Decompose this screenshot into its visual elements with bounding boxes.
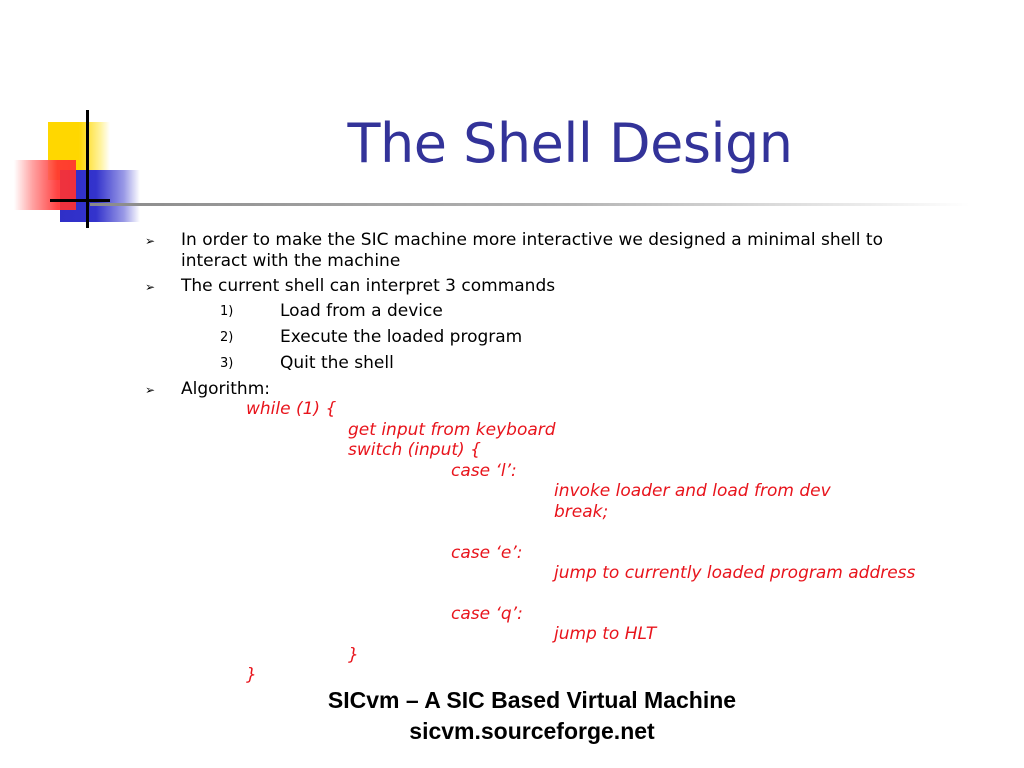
code-line: invoke loader and load from dev	[554, 481, 831, 501]
footer-title: SICvm – A SIC Based Virtual Machine	[327, 687, 737, 713]
code-line: switch (input) {	[348, 440, 481, 460]
code-line: get input from keyboard	[348, 420, 556, 440]
bullet-1-line-2: interact with the machine	[181, 251, 401, 271]
code-line: jump to HLT	[554, 624, 657, 644]
title-divider	[90, 203, 970, 206]
red-square	[14, 160, 76, 210]
bullet-1-line-1: In order to make the SIC machine more in…	[181, 230, 883, 250]
slide-title: The Shell Design	[347, 112, 793, 175]
command-3-number: 3)	[220, 356, 234, 371]
code-line: }	[246, 665, 257, 685]
bullet-3-text: Algorithm:	[181, 379, 270, 399]
code-line: jump to currently loaded program address	[554, 563, 916, 583]
code-line: case ‘l’:	[451, 461, 517, 481]
command-3-text: Quit the shell	[280, 353, 394, 373]
code-line: case ‘q’:	[451, 604, 523, 624]
command-1-text: Load from a device	[280, 301, 443, 321]
bullet-arrow-icon: ➢	[145, 234, 156, 248]
command-2-text: Execute the loaded program	[280, 327, 523, 347]
bullet-2-text: The current shell can interpret 3 comman…	[181, 276, 556, 296]
footer-url: sicvm.sourceforge.net	[409, 718, 655, 744]
bullet-arrow-icon: ➢	[145, 280, 156, 294]
code-line: case ‘e’:	[451, 543, 523, 563]
horizontal-line	[50, 199, 110, 202]
code-line: }	[348, 645, 359, 665]
bullet-arrow-icon: ➢	[145, 383, 156, 397]
vertical-line	[86, 110, 89, 228]
code-line: break;	[554, 502, 609, 522]
code-line: while (1) {	[246, 399, 337, 419]
command-1-number: 1)	[220, 304, 234, 319]
command-2-number: 2)	[220, 330, 234, 345]
